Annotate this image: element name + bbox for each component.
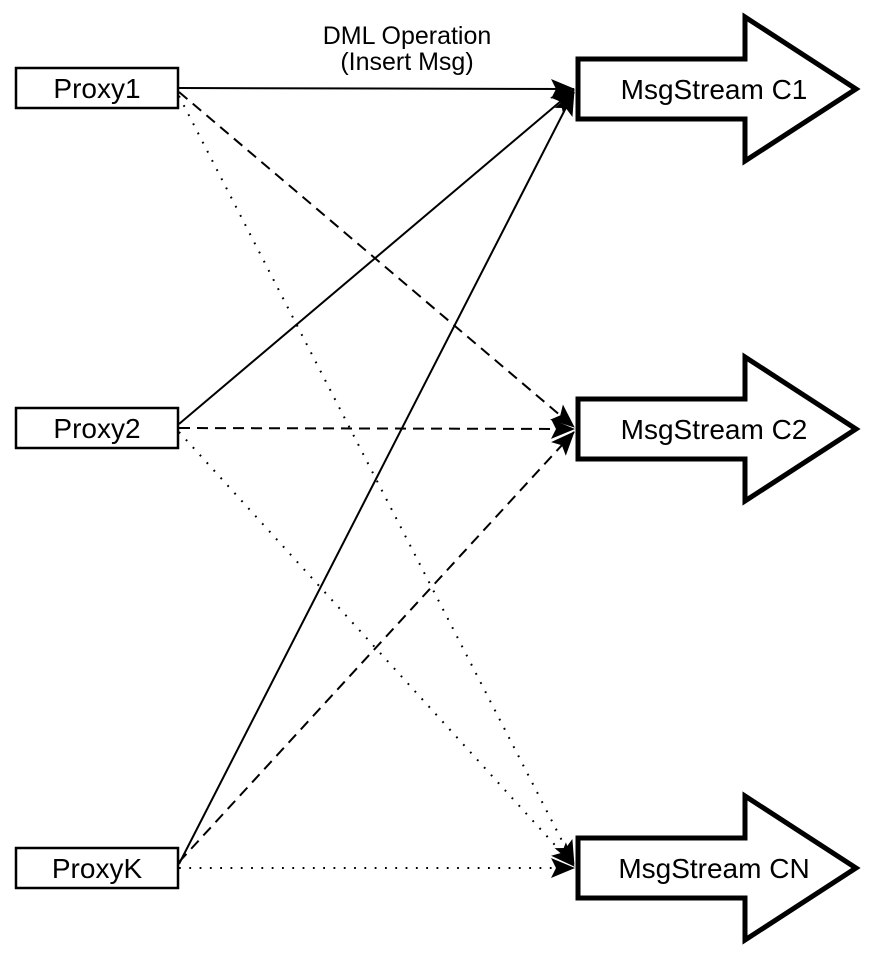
diagram-title-line1: DML Operation bbox=[323, 22, 492, 50]
diagram-title: DML Operation (Insert Msg) bbox=[323, 22, 492, 76]
node-proxy2: Proxy2 bbox=[14, 406, 180, 450]
connection-proxyk-c2-dashed-line bbox=[178, 431, 575, 863]
msgstream-cn-label: MsgStream CN bbox=[618, 853, 809, 884]
proxyk-box bbox=[14, 846, 180, 890]
connection-proxy2-c2-dashed-line bbox=[178, 418, 575, 439]
block-arrow-shape-c2 bbox=[575, 352, 861, 506]
proxy1-label: Proxy1 bbox=[53, 73, 140, 104]
node-proxy1: Proxy1 bbox=[14, 66, 180, 110]
diagram-title-line2: (Insert Msg) bbox=[340, 48, 473, 76]
proxy2-label: Proxy2 bbox=[53, 413, 140, 444]
proxy1-box bbox=[14, 66, 180, 110]
proxy2-box bbox=[14, 406, 180, 450]
node-msgstream-c1: MsgStream C1 bbox=[575, 12, 861, 166]
node-proxyk: ProxyK bbox=[14, 846, 180, 890]
connection-proxy1-c1-solid-line bbox=[178, 78, 575, 99]
block-arrow-shape-c1 bbox=[575, 12, 861, 166]
connection-proxy2-c1-solid-line bbox=[178, 89, 575, 425]
proxyk-label: ProxyK bbox=[52, 853, 143, 884]
connection-proxyk-c1-solid-line bbox=[178, 91, 575, 865]
node-msgstream-cn: MsgStream CN bbox=[575, 791, 861, 945]
node-msgstream-c2: MsgStream C2 bbox=[575, 352, 861, 506]
connection-proxy1-c2-dashed-line bbox=[178, 91, 575, 428]
msgstream-c2-label: MsgStream C2 bbox=[621, 414, 808, 445]
block-arrow-shape-cn bbox=[575, 791, 861, 945]
msgstream-c1-label: MsgStream C1 bbox=[621, 74, 808, 105]
